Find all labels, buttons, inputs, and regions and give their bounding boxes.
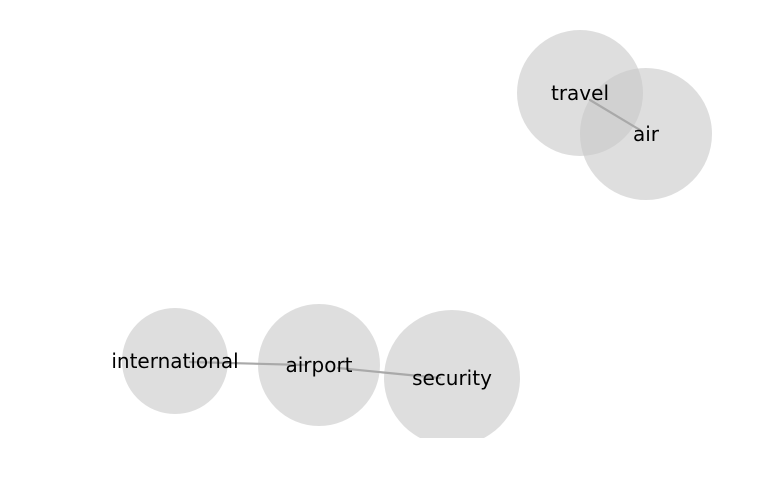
node-international-circle [122, 308, 228, 414]
node-air-label: air [633, 122, 660, 146]
nodes-layer [122, 30, 712, 438]
edge-international-airport [188, 360, 307, 367]
node-airport-circle [258, 304, 380, 426]
node-airport-label: airport [285, 353, 352, 377]
node-air-circle [580, 68, 712, 200]
node-travel-label: travel [551, 81, 609, 105]
node-international-label: international [111, 349, 238, 373]
labels-layer: travel air international airport security [111, 81, 659, 390]
edge-travel-air [588, 98, 642, 132]
node-security-label: security [412, 366, 492, 390]
edges-layer [188, 98, 642, 380]
edge-airport-security [336, 366, 442, 380]
node-security-circle [384, 310, 520, 438]
